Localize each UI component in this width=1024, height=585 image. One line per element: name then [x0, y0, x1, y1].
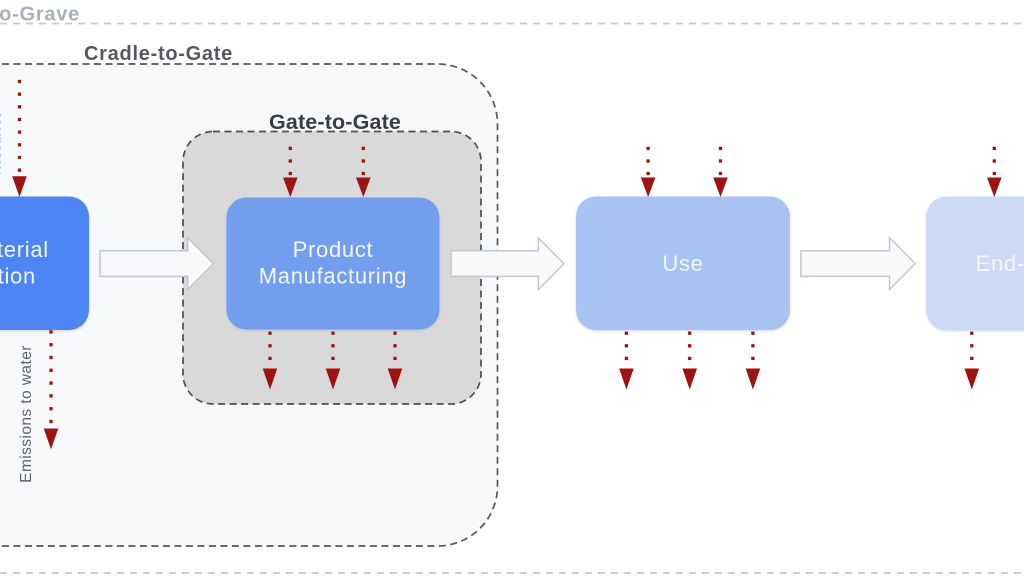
svg-text:Manufacturing: Manufacturing	[259, 264, 408, 289]
svg-text:Use: Use	[662, 251, 703, 276]
svg-text:Resources: Resources	[0, 111, 3, 175]
svg-text:Product: Product	[293, 237, 374, 262]
svg-text:Cradle-to-Grave: Cradle-to-Grave	[0, 4, 80, 26]
svg-text:Raw Material: Raw Material	[0, 237, 49, 262]
svg-text:Gate-to-Gate: Gate-to-Gate	[269, 110, 401, 134]
svg-text:Cradle-to-Gate: Cradle-to-Gate	[84, 43, 233, 65]
svg-text:End-of-Life: End-of-Life	[976, 251, 1024, 276]
svg-text:Extraction: Extraction	[0, 264, 36, 289]
svg-text:Emissions to water: Emissions to water	[18, 345, 35, 483]
